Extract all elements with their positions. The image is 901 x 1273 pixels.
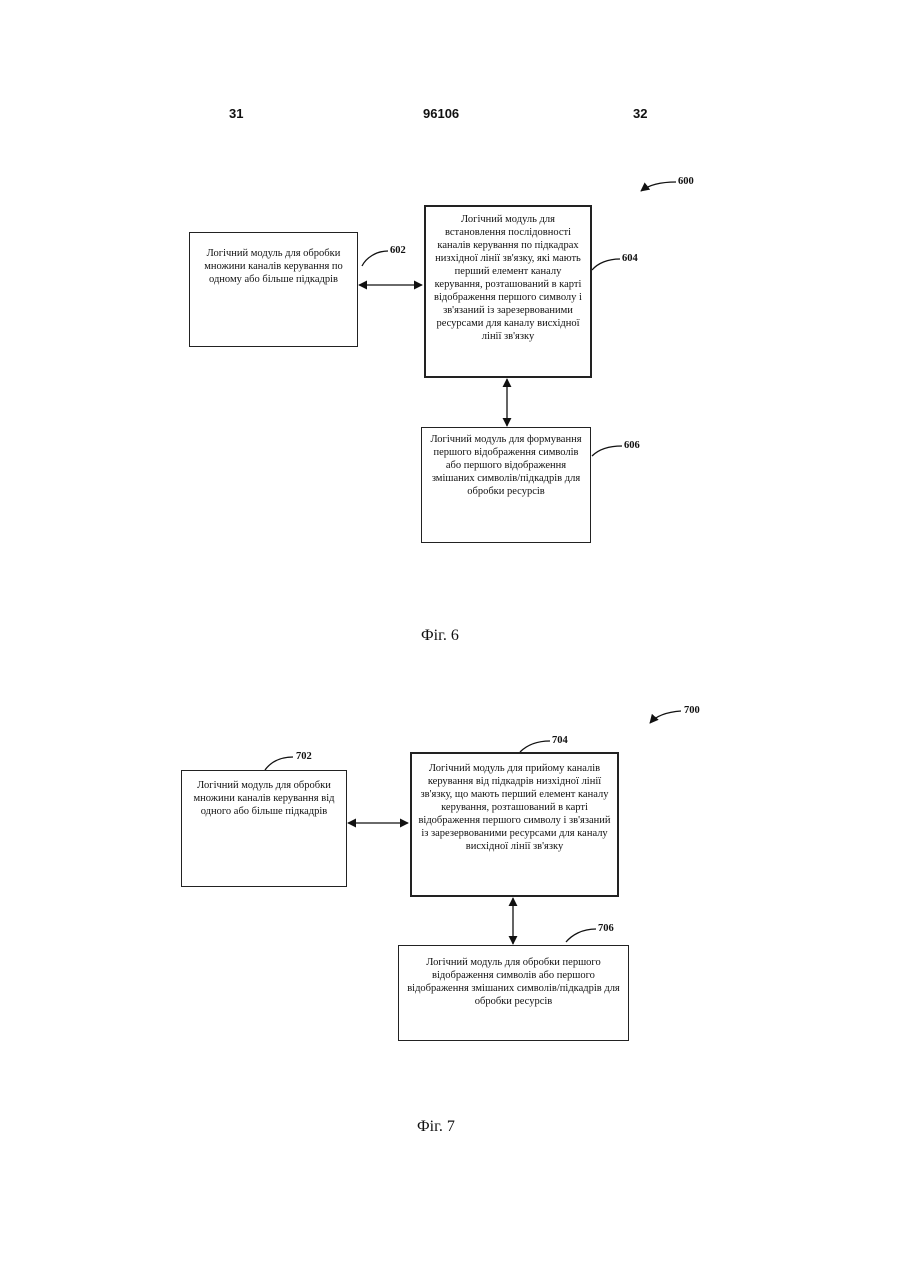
figure-6-caption: Фіг. 6 (421, 627, 459, 645)
ref-706-leader (566, 929, 596, 942)
ref-704-leader (520, 741, 550, 752)
ref-600-leader (641, 182, 676, 191)
ref-label-606: 606 (624, 440, 640, 451)
box-704: Логічний модуль для прийому каналів керу… (410, 752, 619, 897)
ref-606-leader (592, 446, 622, 456)
ref-label-700: 700 (684, 705, 700, 716)
ref-label-702: 702 (296, 751, 312, 762)
ref-700-leader (650, 711, 681, 723)
box-702-text: Логічний модуль для обробки множини кана… (188, 779, 340, 818)
ref-604-leader (592, 259, 620, 270)
box-706: Логічний модуль для обробки першого відо… (398, 945, 629, 1041)
box-604-text: Логічний модуль для встановлення послідо… (432, 213, 584, 343)
box-602: Логічний модуль для обробки множини кана… (189, 232, 358, 347)
box-606-text: Логічний модуль для формування першого в… (428, 433, 584, 498)
box-704-text: Логічний модуль для прийому каналів керу… (418, 762, 611, 853)
box-604: Логічний модуль для встановлення послідо… (424, 205, 592, 378)
ref-602-leader (362, 251, 388, 266)
ref-702-leader (265, 757, 293, 770)
ref-label-706: 706 (598, 923, 614, 934)
ref-label-600: 600 (678, 176, 694, 187)
ref-label-704: 704 (552, 735, 568, 746)
box-602-text: Логічний модуль для обробки множини кана… (196, 247, 351, 286)
box-706-text: Логічний модуль для обробки першого відо… (405, 956, 622, 1008)
ref-label-602: 602 (390, 245, 406, 256)
box-702: Логічний модуль для обробки множини кана… (181, 770, 347, 887)
box-606: Логічний модуль для формування першого в… (421, 427, 591, 543)
figure-7-caption: Фіг. 7 (417, 1118, 455, 1136)
ref-label-604: 604 (622, 253, 638, 264)
